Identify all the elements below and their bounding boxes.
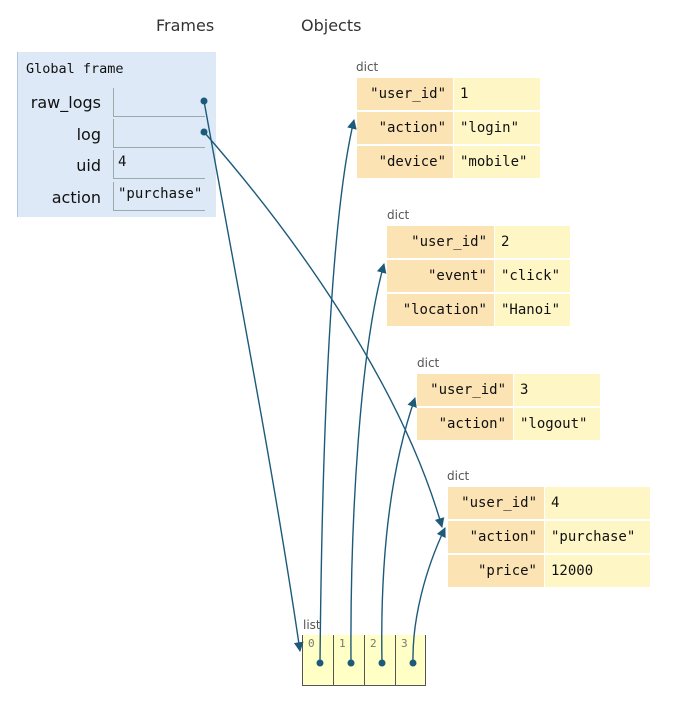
var-name-log: log [76, 125, 101, 144]
list-cell: 1 [333, 635, 364, 686]
dict-key: "user_id" [417, 374, 513, 407]
list-type-label: list [303, 618, 321, 632]
var-name-action: action [51, 188, 101, 207]
list-index: 0 [308, 637, 315, 650]
dict-value: 2 [495, 226, 570, 259]
dict-type-label: dict [387, 208, 410, 222]
dict-value: "login" [454, 112, 540, 145]
dict-type-label: dict [417, 356, 440, 370]
dict-key: "user_id" [448, 487, 544, 520]
dict-value: 3 [514, 374, 600, 407]
dict-key: "user_id" [387, 226, 494, 259]
list-cell: 3 [395, 635, 426, 686]
dict-key: "action" [448, 521, 544, 554]
pointer-dot [347, 659, 355, 667]
list-index: 3 [401, 637, 408, 650]
pointer-dot [409, 659, 417, 667]
dict-key: "action" [357, 112, 453, 145]
stray-quote-mark: ” [438, 0, 446, 10]
objects-header: Objects [301, 16, 362, 35]
pointer-list-0-to-dict-1 [319, 119, 357, 664]
dict-type-label: dict [447, 469, 470, 483]
frame-title: Global frame [26, 61, 124, 77]
dict-type-label: dict [356, 60, 379, 74]
dict-key: "user_id" [357, 78, 453, 111]
pointer-log-to-dict-4 [203, 131, 445, 528]
global-frame: Global frame raw_logs log uid 4 action "… [17, 52, 216, 217]
pointer-dot [316, 659, 324, 667]
dict-value: "logout" [514, 408, 600, 441]
dict-value: 4 [545, 487, 650, 520]
var-value-uid: 4 [113, 150, 205, 179]
pointer-raw-logs-to-list [203, 100, 304, 652]
dict-key: "location" [387, 294, 494, 327]
pointer-list-1-to-dict-2 [350, 263, 387, 664]
var-value-action: "purchase" [113, 182, 205, 211]
dict-value: "Hanoi" [495, 294, 570, 327]
pointer-dot [378, 659, 386, 667]
dict-value: "click" [495, 260, 570, 293]
dict-key: "event" [387, 260, 494, 293]
pointer-list-2-to-dict-3 [381, 397, 417, 664]
dict-key: "action" [417, 408, 513, 441]
dict-value: "mobile" [454, 146, 540, 179]
list-index: 2 [370, 637, 377, 650]
dict-value: 12000 [545, 555, 650, 588]
dict-key: "price" [448, 555, 544, 588]
var-name-uid: uid [76, 156, 101, 175]
pointer-dot [200, 97, 208, 105]
list-index: 1 [339, 637, 346, 650]
var-value-raw-logs [113, 88, 205, 117]
var-value-log [113, 119, 205, 148]
dict-value: "purchase" [545, 521, 650, 554]
list-cell: 0 [302, 635, 333, 686]
pointer-dot [200, 128, 208, 136]
var-name-raw-logs: raw_logs [30, 93, 101, 112]
dict-value: 1 [454, 78, 540, 111]
list-cell: 2 [364, 635, 395, 686]
dict-key: "device" [357, 146, 453, 179]
frames-header: Frames [156, 16, 215, 35]
pointer-list-3-to-dict-4 [412, 527, 446, 664]
